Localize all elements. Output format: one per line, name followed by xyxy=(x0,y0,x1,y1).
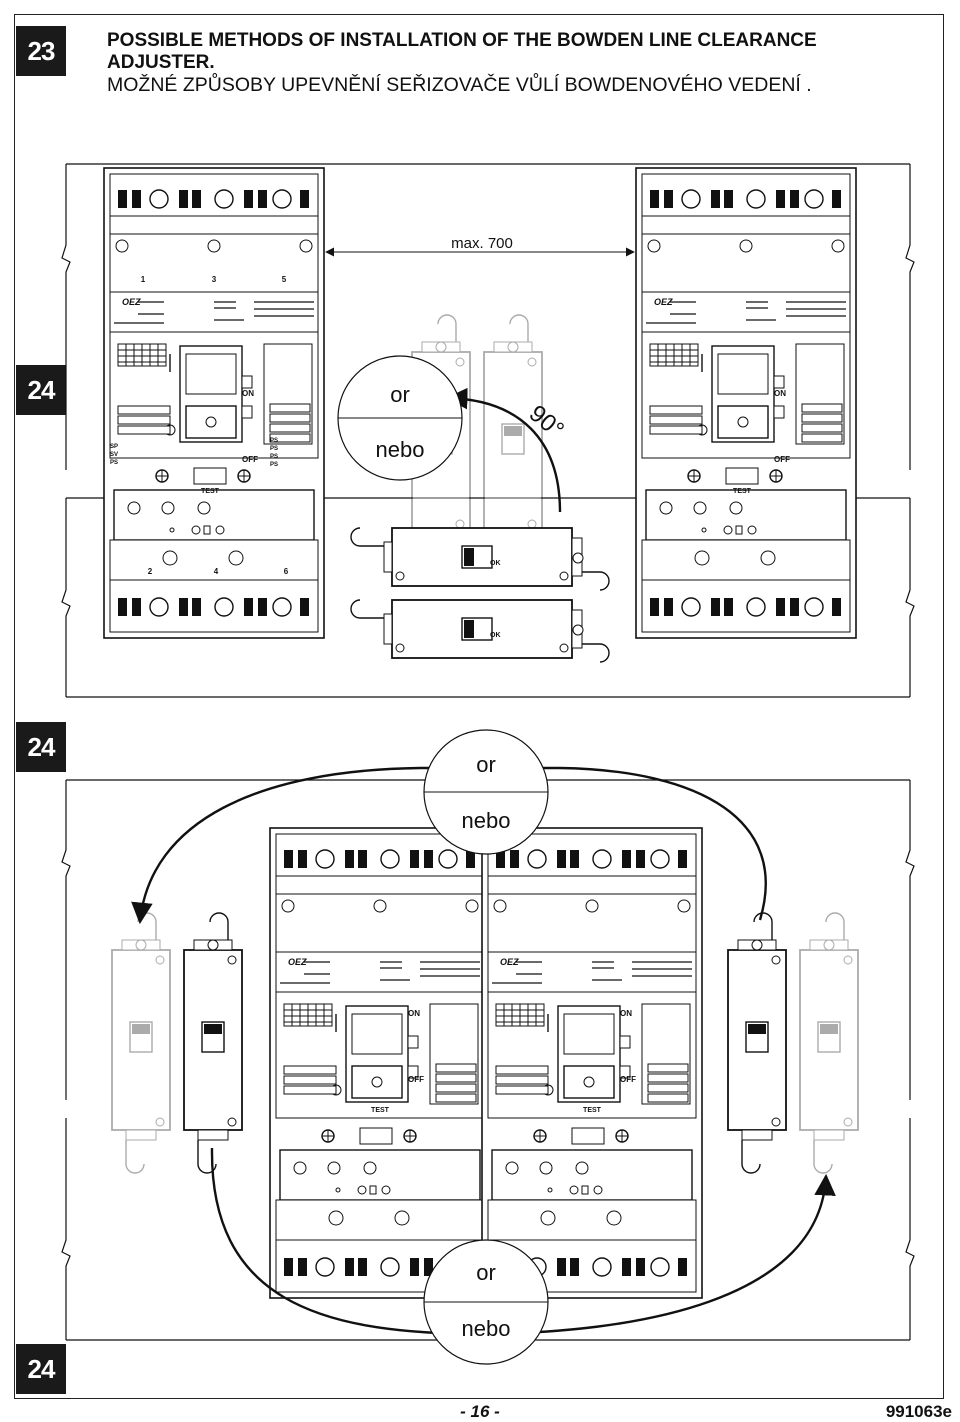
step-badge-24-c: 24 xyxy=(16,1344,66,1394)
figure-2 xyxy=(61,729,915,1365)
breaker-center-right xyxy=(481,827,703,1299)
title-cz: MOŽNÉ ZPŮSOBY UPEVNĚNÍ SEŘIZOVAČE VŮLÍ B… xyxy=(107,74,812,96)
brand-label-right: OEZ xyxy=(654,297,673,307)
test-label-f2-right: TEST xyxy=(583,1107,602,1114)
arc-arrow-top xyxy=(131,766,767,925)
nebo-label-1: nebo xyxy=(376,437,425,462)
title-en-line1: POSSIBLE METHODS OF INSTALLATION OF THE … xyxy=(107,30,817,51)
adjuster-horizontal-2 xyxy=(350,599,610,663)
ps-label-r3: PS xyxy=(270,454,278,460)
or-label-3: or xyxy=(476,1260,496,1285)
ps-label-r2: PS xyxy=(270,446,278,452)
step-badge-23: 23 xyxy=(16,26,66,76)
on-label-f2-right: ON xyxy=(620,1009,632,1018)
breaker-right xyxy=(635,167,857,639)
or-label-1: or xyxy=(390,382,410,407)
title-en-line2: ADJUSTER. xyxy=(107,52,215,73)
on-label: ON xyxy=(242,389,254,398)
nebo-label-2: nebo xyxy=(462,808,511,833)
off-label-f2-right: OFF xyxy=(620,1075,636,1084)
sp-label: SP xyxy=(110,444,118,450)
page-frame xyxy=(14,14,944,1399)
step-badge-24-b: 24 xyxy=(16,722,66,772)
nebo-label-3: nebo xyxy=(462,1316,511,1341)
brand-label-f2-right: OEZ xyxy=(500,957,519,967)
ps-label-r1: PS xyxy=(270,438,278,444)
terminal-label-5: 5 xyxy=(282,275,287,284)
figure-1 xyxy=(61,163,915,698)
adjuster-vertical-right xyxy=(727,912,787,1174)
test-label: TEST xyxy=(201,488,220,495)
terminal-label-2: 2 xyxy=(148,567,153,576)
off-label: OFF xyxy=(242,455,258,464)
test-label-right: TEST xyxy=(733,488,752,495)
ok-label-2: OK xyxy=(490,632,501,639)
brand-label: OEZ xyxy=(122,297,141,307)
adjuster-vertical-left xyxy=(183,912,243,1174)
off-label-f2-left: OFF xyxy=(408,1075,424,1084)
document-code: 991063e xyxy=(885,1402,952,1421)
ok-label-1: OK xyxy=(490,560,501,567)
ps-label: PS xyxy=(110,460,118,466)
page-number: - 16 - xyxy=(460,1402,500,1421)
page-title: POSSIBLE METHODS OF INSTALLATION OF THE … xyxy=(107,30,817,96)
terminal-label-3: 3 xyxy=(212,275,217,284)
ps-label-r4: PS xyxy=(270,462,278,468)
test-label-f2-left: TEST xyxy=(371,1107,390,1114)
brand-label-f2-left: OEZ xyxy=(288,957,307,967)
on-label-right: ON xyxy=(774,389,786,398)
terminal-label-1: 1 xyxy=(141,275,146,284)
adjuster-horizontal-1 xyxy=(350,527,610,591)
breaker-center-left xyxy=(269,827,491,1299)
rotation-arrow xyxy=(445,387,562,513)
terminal-label-4: 4 xyxy=(214,567,219,576)
step-badge-24-a: 24 xyxy=(16,365,66,415)
off-label-right: OFF xyxy=(774,455,790,464)
on-label-f2-left: ON xyxy=(408,1009,420,1018)
or-label-2: or xyxy=(476,752,496,777)
sv-label: SV xyxy=(110,452,118,458)
terminal-label-6: 6 xyxy=(284,567,289,576)
dimension-label: max. 700 xyxy=(451,235,513,252)
